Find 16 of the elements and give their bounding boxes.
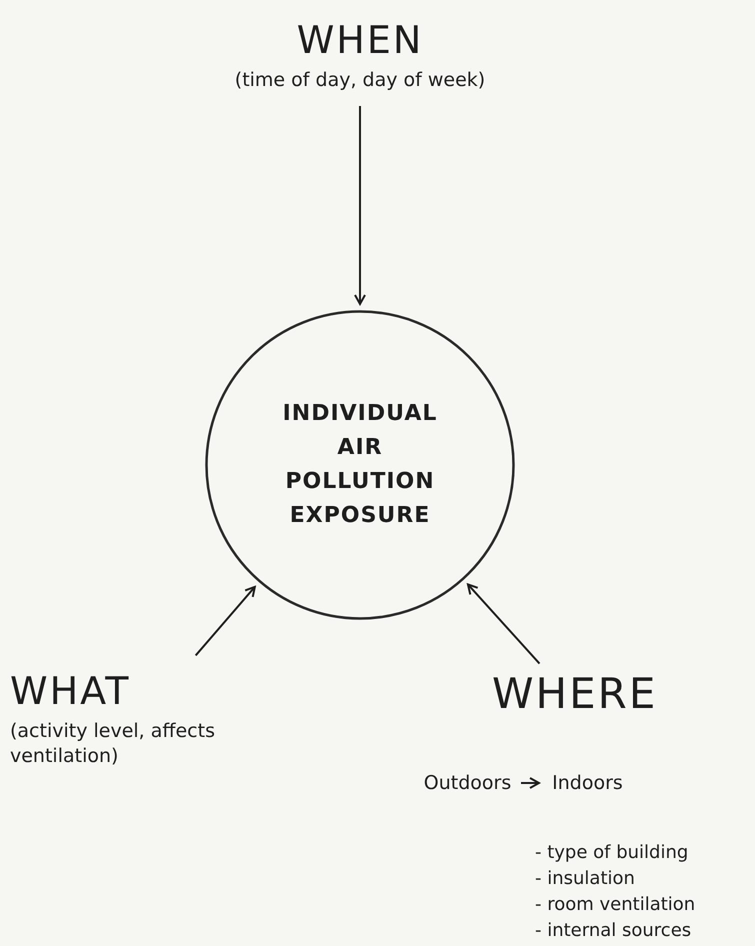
list-item: - room ventilation — [535, 894, 696, 915]
heading-label: WHERE — [492, 670, 658, 718]
circle-label: INDIVIDUAL AIR POLLUTION EXPOSURE — [282, 400, 438, 530]
arrow — [354, 106, 366, 305]
arrow — [194, 586, 256, 656]
location-label: Outdoors — [424, 772, 512, 794]
heading-label: WHAT — [10, 671, 130, 714]
arrow — [466, 583, 540, 664]
list-item: - insulation — [535, 868, 635, 889]
arrow — [521, 777, 540, 789]
list-item: - internal sources — [535, 920, 692, 941]
list-item: - type of building — [535, 842, 688, 863]
note-text: (time of day, day of week) — [234, 68, 486, 92]
heading-label: WHEN — [296, 20, 424, 62]
location-label: Indoors — [552, 772, 623, 794]
note-text: (activity level, affects ventilation) — [10, 719, 216, 769]
